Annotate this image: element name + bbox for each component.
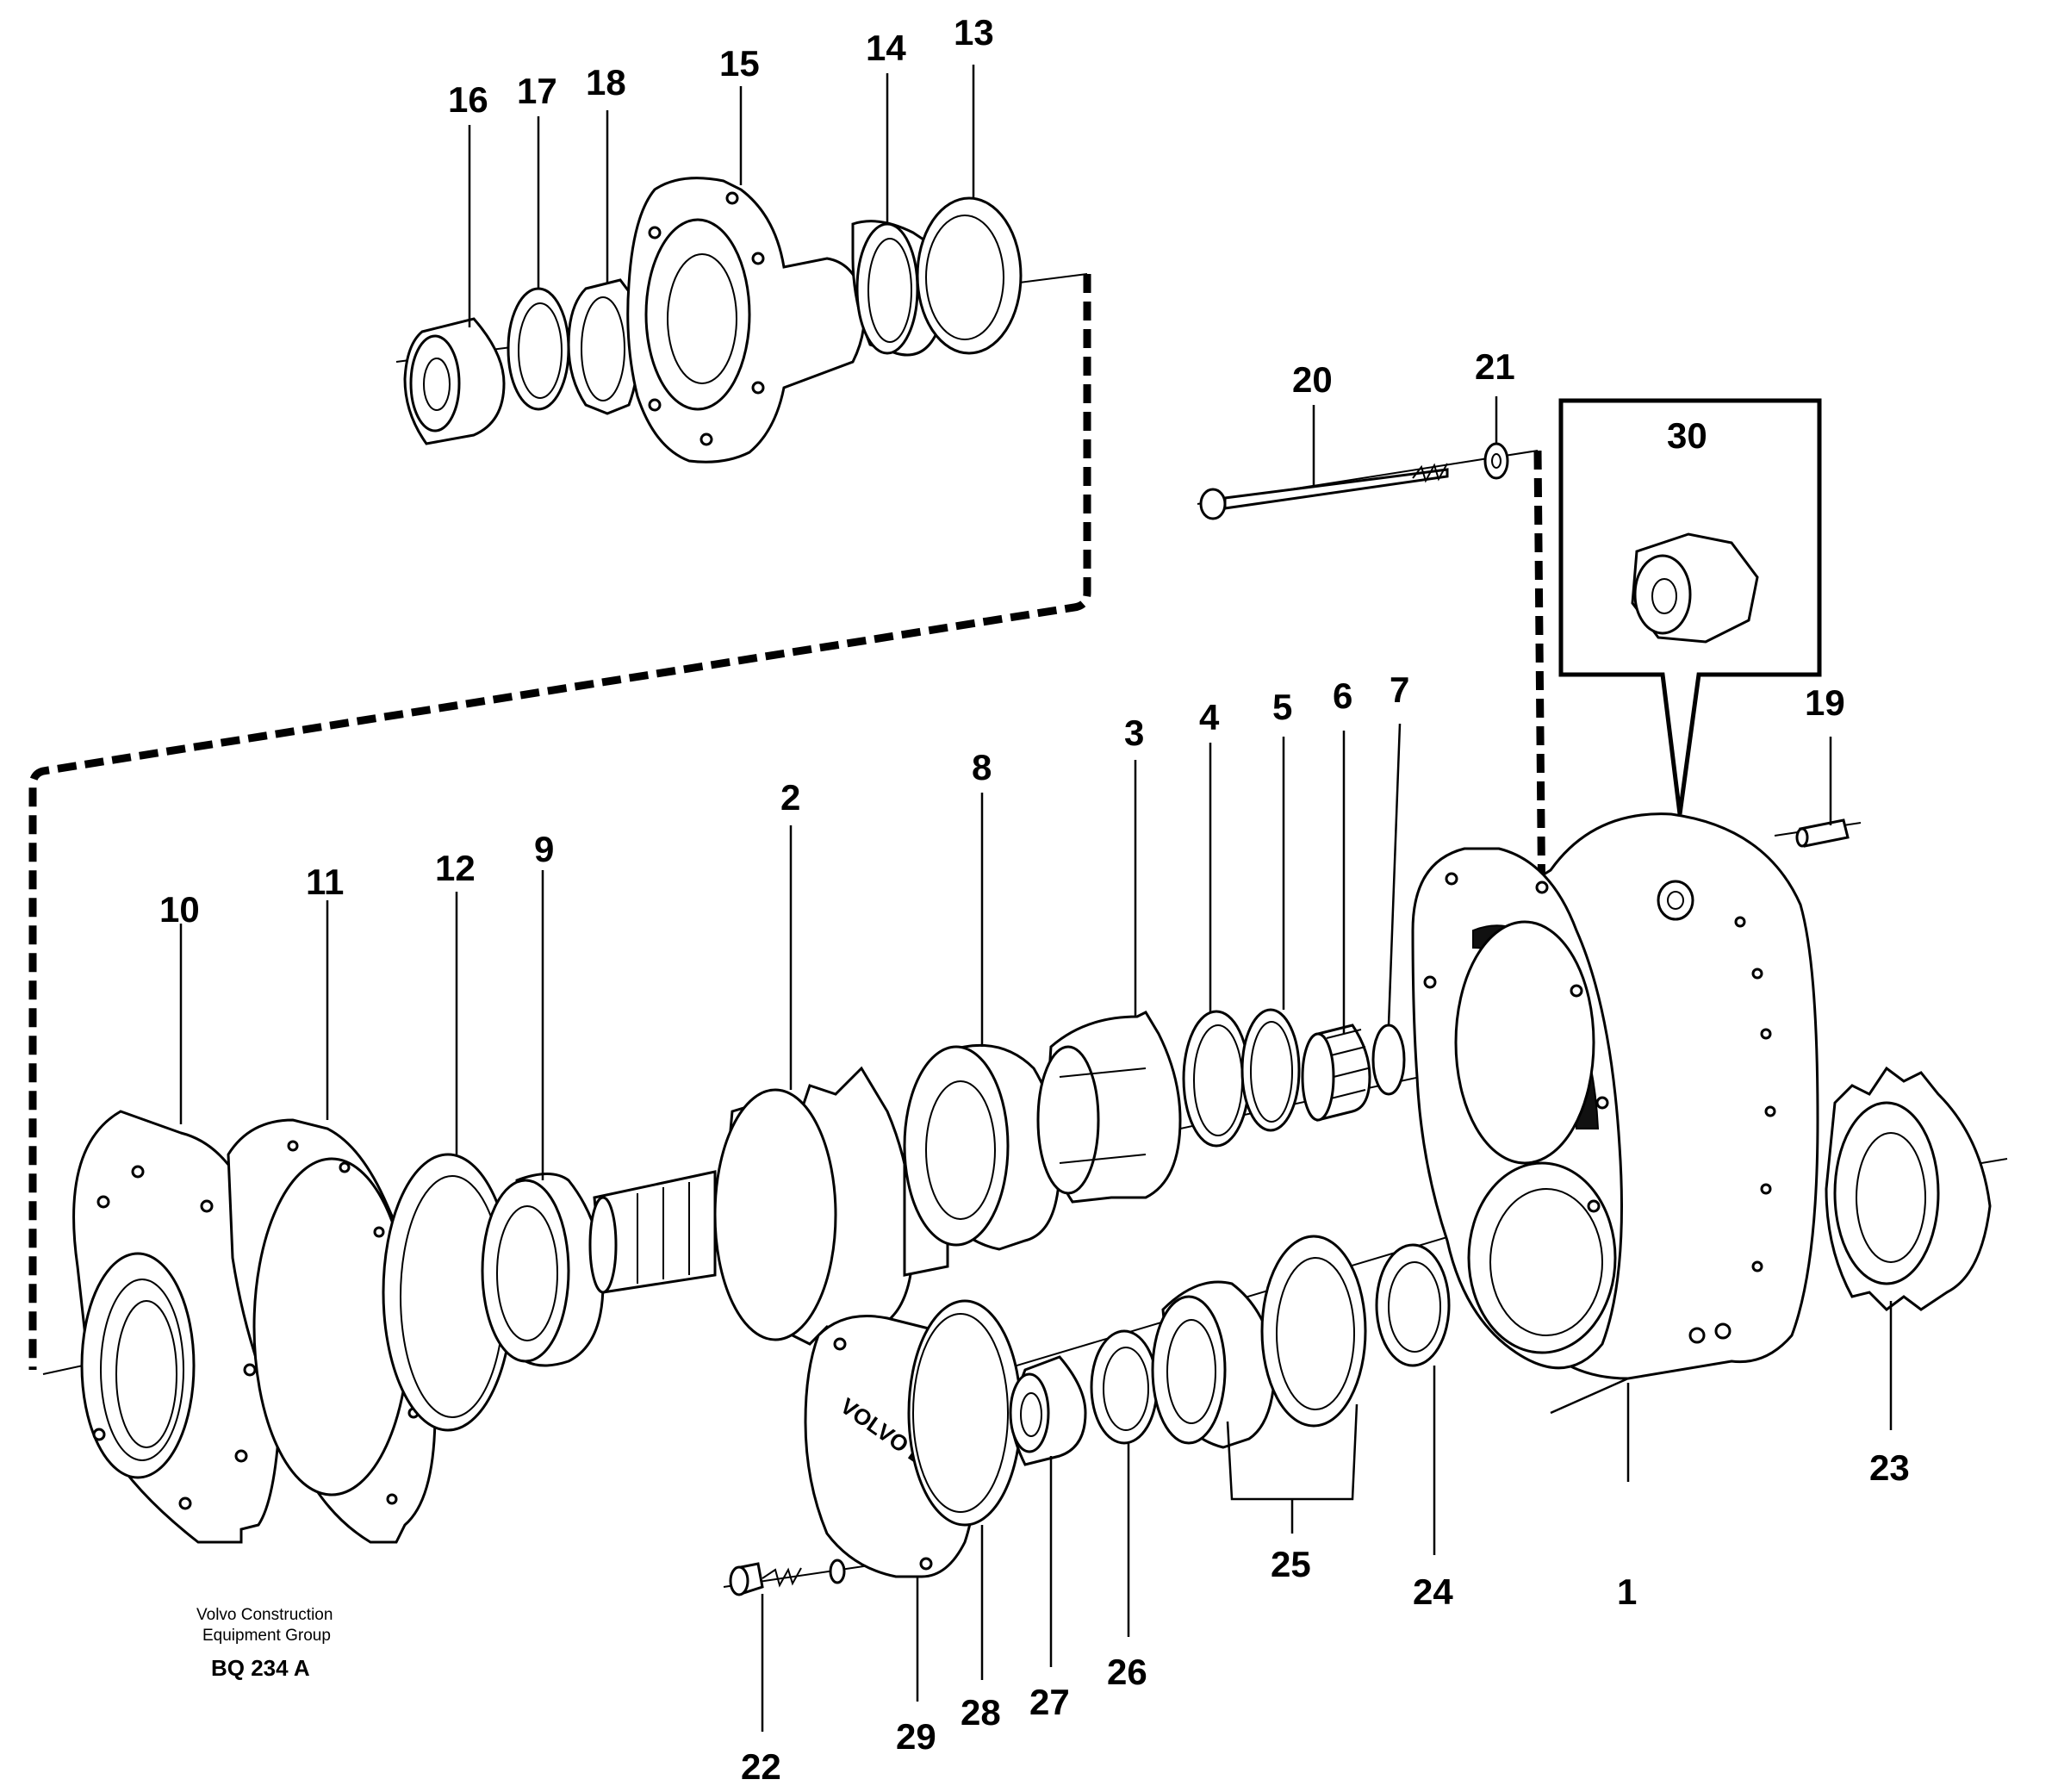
leader-lines (179, 65, 1893, 1732)
label-20: 20 (1292, 359, 1333, 400)
part-6-needle-bearing (1301, 1024, 1371, 1122)
label-11: 11 (306, 862, 344, 902)
label-9: 9 (534, 829, 554, 869)
part-15-flange (626, 177, 866, 464)
part-30-nut (1631, 532, 1759, 644)
label-29: 29 (896, 1716, 936, 1757)
label-22: 22 (741, 1746, 781, 1787)
part-7-ring (1371, 1024, 1406, 1096)
dashed-connector (28, 274, 1091, 1370)
label-3: 3 (1124, 712, 1144, 753)
part-10-bearing-housing (72, 1110, 283, 1544)
label-1: 1 (1617, 1571, 1637, 1612)
label-4: 4 (1199, 697, 1220, 737)
part-14-seal (851, 220, 945, 357)
dashed-connector-right (1533, 450, 1546, 927)
part-16-nut (403, 317, 506, 445)
credit-line-2: Equipment Group (202, 1627, 331, 1645)
label-13: 13 (954, 12, 994, 53)
label-26: 26 (1107, 1652, 1147, 1692)
part-20-bolt (1199, 463, 1449, 520)
part-21-washer (1483, 442, 1509, 480)
label-6: 6 (1333, 675, 1352, 716)
part-30-inset (1558, 398, 1822, 815)
label-28: 28 (961, 1692, 1001, 1733)
part-28-gasket (907, 1299, 1023, 1527)
part-2-gear-shaft (588, 1066, 949, 1346)
part-22-screw (729, 1559, 846, 1596)
label-25: 25 (1271, 1544, 1311, 1584)
part-8-bearing (903, 1043, 1061, 1251)
label-24: 24 (1413, 1571, 1453, 1612)
part-24-ring (1375, 1243, 1451, 1367)
housing-nut (1657, 880, 1694, 921)
part-9-bearing (481, 1173, 605, 1367)
drawing-code: BQ 234 A (211, 1655, 310, 1681)
part-25-tapered-bearing (1151, 1235, 1367, 1501)
label-14: 14 (866, 28, 906, 68)
label-30: 30 (1667, 415, 1707, 456)
label-27: 27 (1029, 1682, 1070, 1722)
label-16: 16 (448, 79, 488, 120)
label-21: 21 (1475, 346, 1515, 387)
label-7: 7 (1390, 669, 1409, 710)
callout-labels: 1 2 3 4 5 6 7 8 9 10 11 12 13 14 15 16 1… (159, 12, 1910, 1787)
part-23-gear (1825, 1066, 1992, 1311)
label-19: 19 (1805, 682, 1845, 723)
part-1-housing (1411, 812, 1819, 1415)
label-23: 23 (1869, 1447, 1910, 1488)
part-19-pin (1795, 818, 1850, 848)
part-17-ring (507, 287, 570, 411)
label-8: 8 (972, 747, 992, 787)
label-18: 18 (586, 62, 626, 103)
label-12: 12 (435, 848, 476, 888)
label-15: 15 (719, 43, 760, 84)
part-11-gasket (227, 1118, 437, 1544)
label-17: 17 (517, 71, 557, 111)
label-5: 5 (1272, 687, 1292, 727)
credit-line-1: Volvo Construction (196, 1606, 333, 1624)
label-2: 2 (780, 777, 800, 818)
label-10: 10 (159, 889, 200, 930)
part-3-splined-sleeve (1036, 1011, 1182, 1204)
part-27-nut (1009, 1355, 1087, 1466)
part-13-seal-ring (916, 196, 1023, 355)
